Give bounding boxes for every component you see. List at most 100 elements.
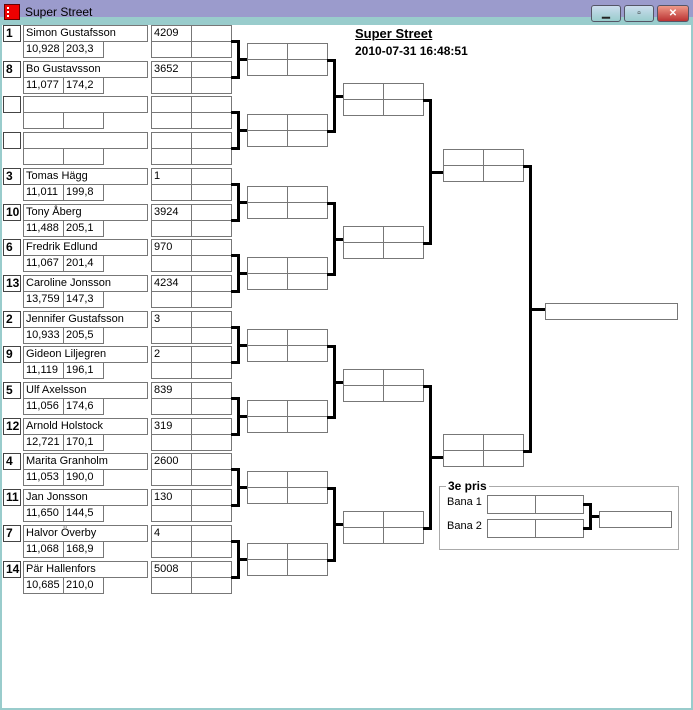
round3-match-a2[interactable] <box>383 226 424 243</box>
entry-cell[interactable] <box>151 255 192 272</box>
entry-cell[interactable] <box>191 148 232 165</box>
final-winner-box[interactable] <box>545 303 678 320</box>
entry-cell[interactable] <box>151 362 192 379</box>
round2-match-b1[interactable] <box>247 59 288 76</box>
speed[interactable]: 203,3 <box>63 41 104 58</box>
speed[interactable]: 196,1 <box>63 362 104 379</box>
speed[interactable]: 174,2 <box>63 77 104 94</box>
semifinal-match-b1[interactable] <box>443 165 484 182</box>
entry-cell[interactable] <box>151 327 192 344</box>
entry-cell[interactable] <box>191 561 232 578</box>
semifinal-match-a1[interactable] <box>443 434 484 451</box>
entry-value[interactable]: 4234 <box>151 275 192 292</box>
driver-name[interactable]: Pär Hallenfors <box>23 561 148 578</box>
round2-match-a1[interactable] <box>247 257 288 274</box>
round2-match-a1[interactable] <box>247 186 288 203</box>
round3-match-b1[interactable] <box>343 242 384 259</box>
round2-match-b2[interactable] <box>287 273 328 290</box>
speed[interactable]: 174,6 <box>63 398 104 415</box>
seed-box[interactable]: 7 <box>3 525 21 542</box>
entry-value[interactable]: 1 <box>151 168 192 185</box>
round2-match-a1[interactable] <box>247 543 288 560</box>
entry-cell[interactable] <box>191 453 232 470</box>
round2-match-b2[interactable] <box>287 59 328 76</box>
entry-cell[interactable] <box>191 132 232 149</box>
entry-cell[interactable] <box>191 168 232 185</box>
round2-match-a2[interactable] <box>287 43 328 60</box>
entry-cell[interactable] <box>191 434 232 451</box>
round2-match-a1[interactable] <box>247 114 288 131</box>
third-place-winner-box[interactable] <box>599 511 672 528</box>
reaction-time[interactable]: 12,721 <box>23 434 64 451</box>
round3-match-b2[interactable] <box>383 527 424 544</box>
entry-cell[interactable] <box>151 220 192 237</box>
round2-match-a1[interactable] <box>247 471 288 488</box>
entry-value[interactable]: 130 <box>151 489 192 506</box>
seed-box[interactable]: 14 <box>3 561 21 578</box>
round2-match-b2[interactable] <box>287 416 328 433</box>
entry-cell[interactable] <box>191 77 232 94</box>
round3-match-b2[interactable] <box>383 385 424 402</box>
minimize-button[interactable]: ▁ <box>591 5 621 22</box>
round2-match-b2[interactable] <box>287 345 328 362</box>
driver-name[interactable]: Simon Gustafsson <box>23 25 148 42</box>
entry-cell[interactable] <box>191 184 232 201</box>
semifinal-match-a2[interactable] <box>483 149 524 166</box>
entry-cell[interactable] <box>151 77 192 94</box>
entry-cell[interactable] <box>191 362 232 379</box>
round2-match-a2[interactable] <box>287 471 328 488</box>
entry-cell[interactable] <box>191 239 232 256</box>
reaction-time[interactable]: 13,759 <box>23 291 64 308</box>
reaction-time[interactable]: 11,119 <box>23 362 64 379</box>
entry-cell[interactable] <box>151 469 192 486</box>
entry-cell[interactable] <box>151 541 192 558</box>
round2-match-b1[interactable] <box>247 202 288 219</box>
entry-cell[interactable] <box>151 184 192 201</box>
speed[interactable]: 210,0 <box>63 577 104 594</box>
seed-box[interactable]: 13 <box>3 275 21 292</box>
entry-cell[interactable] <box>191 382 232 399</box>
entry-cell[interactable] <box>151 148 192 165</box>
seed-box[interactable]: 3 <box>3 168 21 185</box>
round2-match-b2[interactable] <box>287 202 328 219</box>
reaction-time[interactable] <box>23 112 64 129</box>
driver-name[interactable]: Fredrik Edlund <box>23 239 148 256</box>
round3-match-a2[interactable] <box>383 511 424 528</box>
entry-cell[interactable] <box>191 541 232 558</box>
entry-value[interactable]: 319 <box>151 418 192 435</box>
round2-match-a2[interactable] <box>287 257 328 274</box>
round3-match-a1[interactable] <box>343 83 384 100</box>
seed-box[interactable] <box>3 132 21 149</box>
round2-match-a1[interactable] <box>247 329 288 346</box>
round3-match-a1[interactable] <box>343 369 384 386</box>
seed-box[interactable]: 10 <box>3 204 21 221</box>
speed[interactable]: 205,1 <box>63 220 104 237</box>
round2-match-b1[interactable] <box>247 416 288 433</box>
entry-value[interactable]: 839 <box>151 382 192 399</box>
seed-box[interactable]: 6 <box>3 239 21 256</box>
entry-cell[interactable] <box>191 346 232 363</box>
round2-match-a2[interactable] <box>287 400 328 417</box>
seed-box[interactable]: 2 <box>3 311 21 328</box>
seed-box[interactable]: 1 <box>3 25 21 42</box>
driver-name[interactable] <box>23 132 148 149</box>
entry-cell[interactable] <box>191 275 232 292</box>
round3-match-a2[interactable] <box>383 369 424 386</box>
speed[interactable]: 170,1 <box>63 434 104 451</box>
round3-match-b2[interactable] <box>383 242 424 259</box>
speed[interactable]: 201,4 <box>63 255 104 272</box>
entry-cell[interactable] <box>191 220 232 237</box>
entry-cell[interactable] <box>191 418 232 435</box>
round2-match-b2[interactable] <box>287 130 328 147</box>
speed[interactable]: 199,8 <box>63 184 104 201</box>
reaction-time[interactable]: 10,928 <box>23 41 64 58</box>
driver-name[interactable]: Tony Åberg <box>23 204 148 221</box>
driver-name[interactable]: Arnold Holstock <box>23 418 148 435</box>
round3-match-a2[interactable] <box>383 83 424 100</box>
reaction-time[interactable]: 11,650 <box>23 505 64 522</box>
round2-match-a2[interactable] <box>287 186 328 203</box>
reaction-time[interactable]: 10,933 <box>23 327 64 344</box>
speed[interactable]: 147,3 <box>63 291 104 308</box>
reaction-time[interactable]: 11,011 <box>23 184 64 201</box>
speed[interactable]: 190,0 <box>63 469 104 486</box>
